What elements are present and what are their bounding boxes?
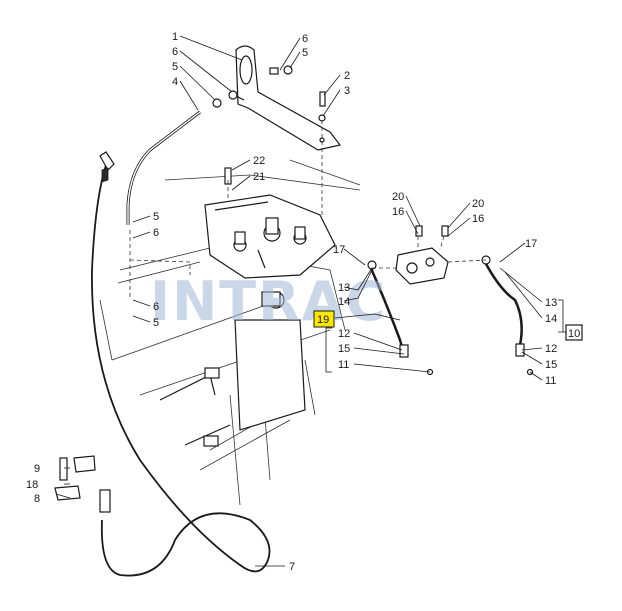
callout-17: 17: [333, 244, 345, 256]
callout-16: 16: [392, 206, 404, 218]
callout-6: 6: [302, 33, 308, 45]
frame-outline: [99, 159, 361, 506]
callout-5: 5: [153, 317, 159, 329]
highlighted-callout-19[interactable]: 19: [317, 314, 329, 326]
callout-21: 21: [253, 171, 265, 183]
callout-15: 15: [338, 343, 350, 355]
callout-6: 6: [153, 301, 159, 313]
callout-labels: 1 6 5 4 6 5 2 3 22 21 5 6 6 5 20 16 20 1…: [26, 31, 583, 573]
watermark: INTRAC: [150, 270, 387, 333]
callout-12: 12: [338, 328, 350, 340]
callout-5: 5: [153, 211, 159, 223]
valve-assembly: [395, 225, 449, 285]
watermark-text: INTRAC: [150, 270, 387, 333]
lever-housing: [159, 291, 306, 447]
callout-18: 18: [26, 479, 38, 491]
callout-5: 5: [172, 61, 178, 73]
callout-12: 12: [545, 343, 557, 355]
callout-3: 3: [344, 85, 350, 97]
callout-16: 16: [472, 213, 484, 225]
pipes: [367, 255, 534, 376]
callout-2: 2: [344, 70, 350, 82]
callout-6: 6: [153, 227, 159, 239]
assembly-dashes: [129, 120, 487, 300]
mounting-plate: [204, 167, 336, 279]
callout-1: 1: [172, 31, 178, 43]
callout-10: 10: [568, 328, 580, 340]
leader-lines: [55, 35, 568, 567]
bolts-upper: [212, 65, 326, 122]
callout-14: 14: [545, 313, 557, 325]
callout-20: 20: [392, 191, 404, 203]
callout-14: 14: [338, 296, 350, 308]
callout-15: 15: [545, 359, 557, 371]
callout-11: 11: [338, 359, 349, 371]
callout-11: 11: [545, 375, 556, 387]
callout-13: 13: [338, 282, 350, 294]
callout-13: 13: [545, 297, 557, 309]
callout-20: 20: [472, 198, 484, 210]
callout-4: 4: [172, 76, 178, 88]
callout-7: 7: [289, 561, 295, 573]
highlighted-callout-box[interactable]: [313, 310, 335, 328]
callout-10-box: [565, 324, 583, 341]
callout-9: 9: [34, 463, 40, 475]
callout-22: 22: [253, 155, 265, 167]
callout-6: 6: [172, 46, 178, 58]
callout-5: 5: [302, 47, 308, 59]
throttle-cable: [91, 151, 271, 577]
clamp-bracket: [54, 455, 111, 513]
callout-17: 17: [525, 238, 537, 250]
control-rod: [126, 110, 201, 225]
callout-8: 8: [34, 493, 40, 505]
